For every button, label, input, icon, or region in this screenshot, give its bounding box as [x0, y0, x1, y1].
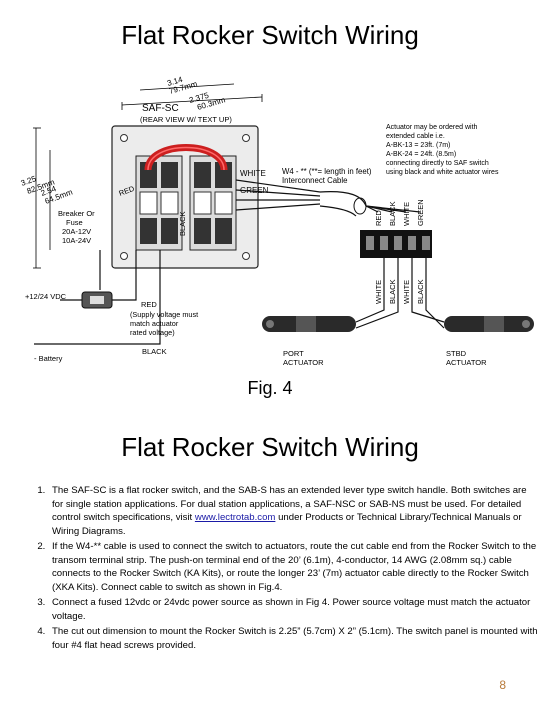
terminal-bottom-label-white-2: WHITE — [402, 280, 411, 304]
interconnect-cable — [319, 191, 367, 217]
red-wire-label-supply: RED — [141, 300, 157, 309]
terminal-top-label-green: GREEN — [416, 199, 425, 226]
port-actuator-label-1: PORT — [283, 349, 304, 358]
instruction-list: The SAF-SC is a flat rocker switch, and … — [18, 484, 538, 654]
breaker-line-4: 10A-24V — [62, 236, 91, 245]
rear-view-label: (REAR VIEW W/ TEXT UP) — [140, 115, 232, 124]
breaker-line-3: 20A-12V — [62, 227, 91, 236]
port-actuator-label-2: ACTUATOR — [283, 358, 324, 367]
list-item: The cut out dimension to mount the Rocke… — [48, 625, 538, 652]
terminal-bottom-label-white-1: WHITE — [374, 280, 383, 304]
battery-label: - Battery — [34, 354, 63, 363]
actuator-note-line1: Actuator may be ordered with — [386, 124, 478, 131]
terminal-strip — [360, 230, 432, 258]
actuator-note-line6: using black and white actuator wires — [386, 169, 499, 176]
terminal-bottom-label-black-2: BLACK — [416, 279, 425, 304]
port-actuator — [262, 316, 356, 332]
list-item: Connect a fused 12vdc or 24vdc power sou… — [48, 596, 538, 623]
black-wire-label-switch: BLACK — [178, 211, 187, 236]
supply-note-line2: match actuator — [130, 319, 179, 328]
section-title: Flat Rocker Switch Wiring — [121, 432, 419, 462]
black-wire-label-supply: BLACK — [142, 347, 167, 356]
supply-note-line1: (Supply voltage must — [130, 310, 198, 319]
switch-model-label: SAF-SC — [142, 103, 179, 114]
breaker-line-2: Fuse — [66, 218, 83, 227]
actuator-note-line4: A-BK-24 = 24ft. (8.5m) — [386, 151, 456, 158]
supply-voltage-label: +12/24 VDC — [25, 292, 67, 301]
cable-label-line2: Interconnect Cable — [282, 176, 347, 185]
switch-to-cable-wires — [235, 179, 321, 211]
dim-top-a: 3.14 — [166, 75, 184, 88]
actuator-note-line5: connecting directly to SAF switch — [386, 160, 489, 167]
actuator-note-line2: extended cable i.e. — [386, 133, 445, 140]
website-link[interactable]: www.lectrotab.com — [194, 512, 276, 523]
list-item: The SAF-SC is a flat rocker switch, and … — [48, 484, 538, 538]
terminal-top-label-white: WHITE — [402, 202, 411, 226]
terminal-to-actuator-wires — [355, 258, 445, 329]
mounting-screws — [120, 134, 250, 260]
fuse-holder — [81, 291, 113, 309]
top-dimension-lines — [121, 83, 263, 110]
stbd-actuator-label-1: STBD — [446, 349, 467, 358]
green-wire-label-switch: GREEN — [240, 186, 269, 195]
actuator-note-line3: A-BK-13 = 23ft. (7m) — [386, 142, 450, 149]
figure-caption: Fig. 4 — [247, 378, 293, 398]
cable-to-terminal-wires — [365, 205, 421, 213]
white-wire-label-switch: WHITE — [240, 169, 266, 178]
terminal-top-label-red: RED — [374, 210, 383, 226]
cable-label-line1: W4 - ** (**= length in feet) — [282, 167, 372, 176]
terminal-top-label-black: BLACK — [388, 201, 397, 226]
supply-note-line3: rated voltage) — [130, 328, 175, 337]
breaker-line-1: Breaker Or — [58, 209, 95, 218]
stbd-actuator-label-2: ACTUATOR — [446, 358, 487, 367]
switch-body-left — [135, 155, 183, 251]
wiring-diagram: 3.14 79.7mm 2.375 60.3mm SAF-SC (REAR VI… — [20, 75, 534, 367]
switch-body-right — [189, 155, 237, 251]
page-number: 8 — [499, 678, 506, 692]
page-title: Flat Rocker Switch Wiring — [121, 20, 419, 50]
side-dimension-lines — [33, 127, 51, 269]
stbd-actuator — [444, 316, 534, 332]
list-item: If the W4-** cable is used to connect th… — [48, 540, 538, 594]
terminal-bottom-label-black-1: BLACK — [388, 279, 397, 304]
supply-wires — [34, 250, 161, 345]
